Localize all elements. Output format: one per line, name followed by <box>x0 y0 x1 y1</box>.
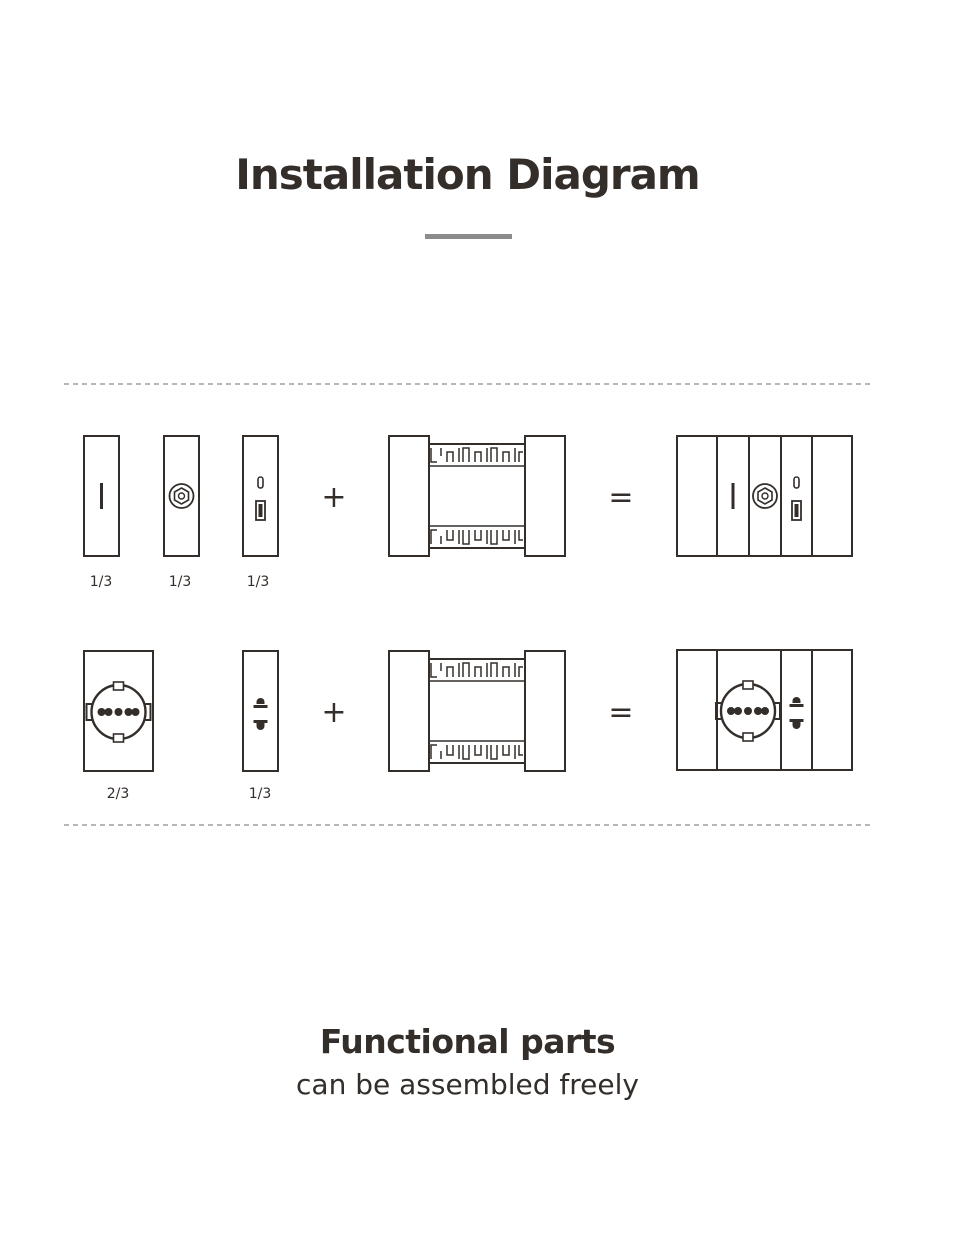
module-fraction: 2/3 <box>107 786 130 802</box>
schuko-module <box>83 650 154 772</box>
mounting-frame <box>388 435 566 557</box>
module-fraction: 1/3 <box>249 786 272 802</box>
page-title: Installation Diagram <box>235 150 700 199</box>
row-2: 2/3 1/3 + = <box>83 649 853 802</box>
module-fraction: 1/3 <box>247 574 270 590</box>
switch-module <box>83 435 120 557</box>
module-fraction: 1/3 <box>169 574 192 590</box>
coax-module <box>163 435 200 557</box>
title-underline <box>425 234 512 239</box>
plus-sign: + <box>321 480 346 515</box>
switch-icon <box>731 483 735 509</box>
module-fraction: 1/3 <box>90 574 113 590</box>
assembled-panel <box>676 435 853 557</box>
equals-sign: = <box>608 480 633 515</box>
footer-title: Functional parts <box>319 1022 616 1061</box>
switch-icon <box>100 483 103 509</box>
mounting-frame <box>388 650 566 772</box>
usb-module <box>242 435 279 557</box>
assembled-panel <box>676 649 853 771</box>
indicator-module <box>242 650 279 772</box>
equals-sign: = <box>608 695 633 730</box>
row-1: 1/3 1/3 1/3 + = <box>83 435 853 590</box>
installation-diagram: 1/3 1/3 1/3 + = <box>64 383 874 826</box>
footer-subtitle: can be assembled freely <box>296 1068 639 1101</box>
plus-sign: + <box>321 695 346 730</box>
